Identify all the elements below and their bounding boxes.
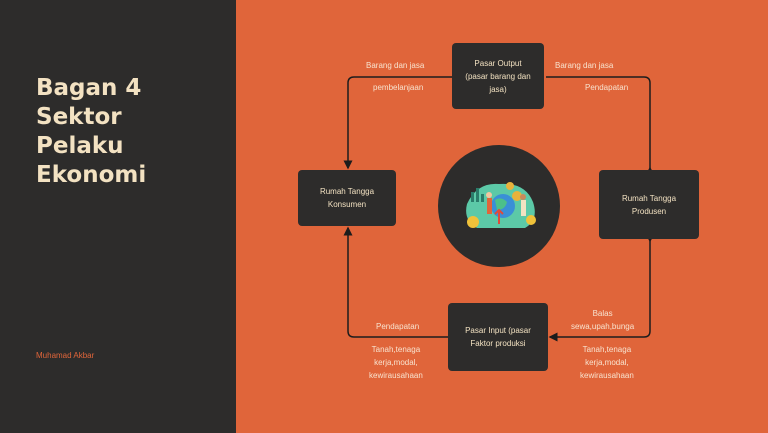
label-pendapatan-top: Pendapatan bbox=[585, 83, 629, 92]
label-barang-jasa-left: Barang dan jasa bbox=[366, 61, 425, 70]
label-line: Tanah,tenaga bbox=[371, 345, 421, 354]
label-pendapatan-bottom: Pendapatan bbox=[376, 322, 420, 331]
title-line: Bagan 4 bbox=[36, 75, 142, 101]
arrow-input-to-konsumen bbox=[343, 226, 450, 338]
node-text: Konsumen bbox=[327, 200, 367, 209]
slide-title: Bagan 4 Sektor Pelaku Ekonomi bbox=[36, 74, 216, 190]
node-text: Produsen bbox=[631, 206, 667, 216]
node-text: Rumah Tangga bbox=[319, 187, 375, 196]
label-barang-jasa-right: Barang dan jasa bbox=[555, 61, 614, 70]
center-circle bbox=[438, 145, 560, 267]
node-text: Faktor produksi bbox=[470, 339, 526, 348]
node-rumah-tangga-produsen: Rumah Tangga Produsen bbox=[599, 170, 699, 239]
label-line: kewirausahaan bbox=[580, 371, 634, 380]
arrow-produsen-to-input bbox=[548, 233, 655, 342]
node-text: Pasar Input (pasar bbox=[465, 326, 531, 335]
title-line: Ekonomi bbox=[36, 162, 147, 188]
label-faktor-produksi-right: Tanah,tenaga kerja,modal, kewirausahaan bbox=[580, 343, 634, 382]
label-line: Tanah,tenaga bbox=[582, 345, 632, 354]
node-text: Rumah Tangga bbox=[621, 193, 677, 203]
arrow-produsen-to-output bbox=[546, 76, 655, 176]
author-name: Muhamad Akbar bbox=[36, 351, 95, 360]
node-pasar-input: Pasar Input (pasar Faktor produksi bbox=[448, 303, 548, 371]
label-balas-jasa: Balas sewa,upah,bunga bbox=[571, 307, 634, 333]
title-line: Pelaku bbox=[36, 133, 124, 159]
arrow-output-to-konsumen bbox=[343, 76, 452, 170]
label-line: kerja,modal, bbox=[585, 358, 629, 367]
node-pasar-output: Pasar Output (pasar barang dan jasa) bbox=[452, 43, 544, 109]
label-line: kewirausahaan bbox=[369, 371, 423, 380]
node-text: (pasar barang dan bbox=[465, 71, 531, 81]
label-line: sewa,upah,bunga bbox=[571, 322, 635, 331]
node-text: jasa) bbox=[489, 84, 507, 94]
left-panel bbox=[0, 0, 236, 433]
title-line: Sektor bbox=[36, 104, 122, 130]
label-line: Balas bbox=[592, 309, 613, 318]
node-text: Pasar Output bbox=[474, 58, 522, 68]
node-rumah-tangga-konsumen: Rumah Tangga Konsumen bbox=[298, 170, 396, 226]
label-pembelanjaan: pembelanjaan bbox=[373, 83, 424, 92]
label-line: kerja,modal, bbox=[374, 358, 418, 367]
label-faktor-produksi-left: Tanah,tenaga kerja,modal, kewirausahaan bbox=[369, 343, 423, 382]
business-growth-illustration bbox=[466, 182, 536, 228]
